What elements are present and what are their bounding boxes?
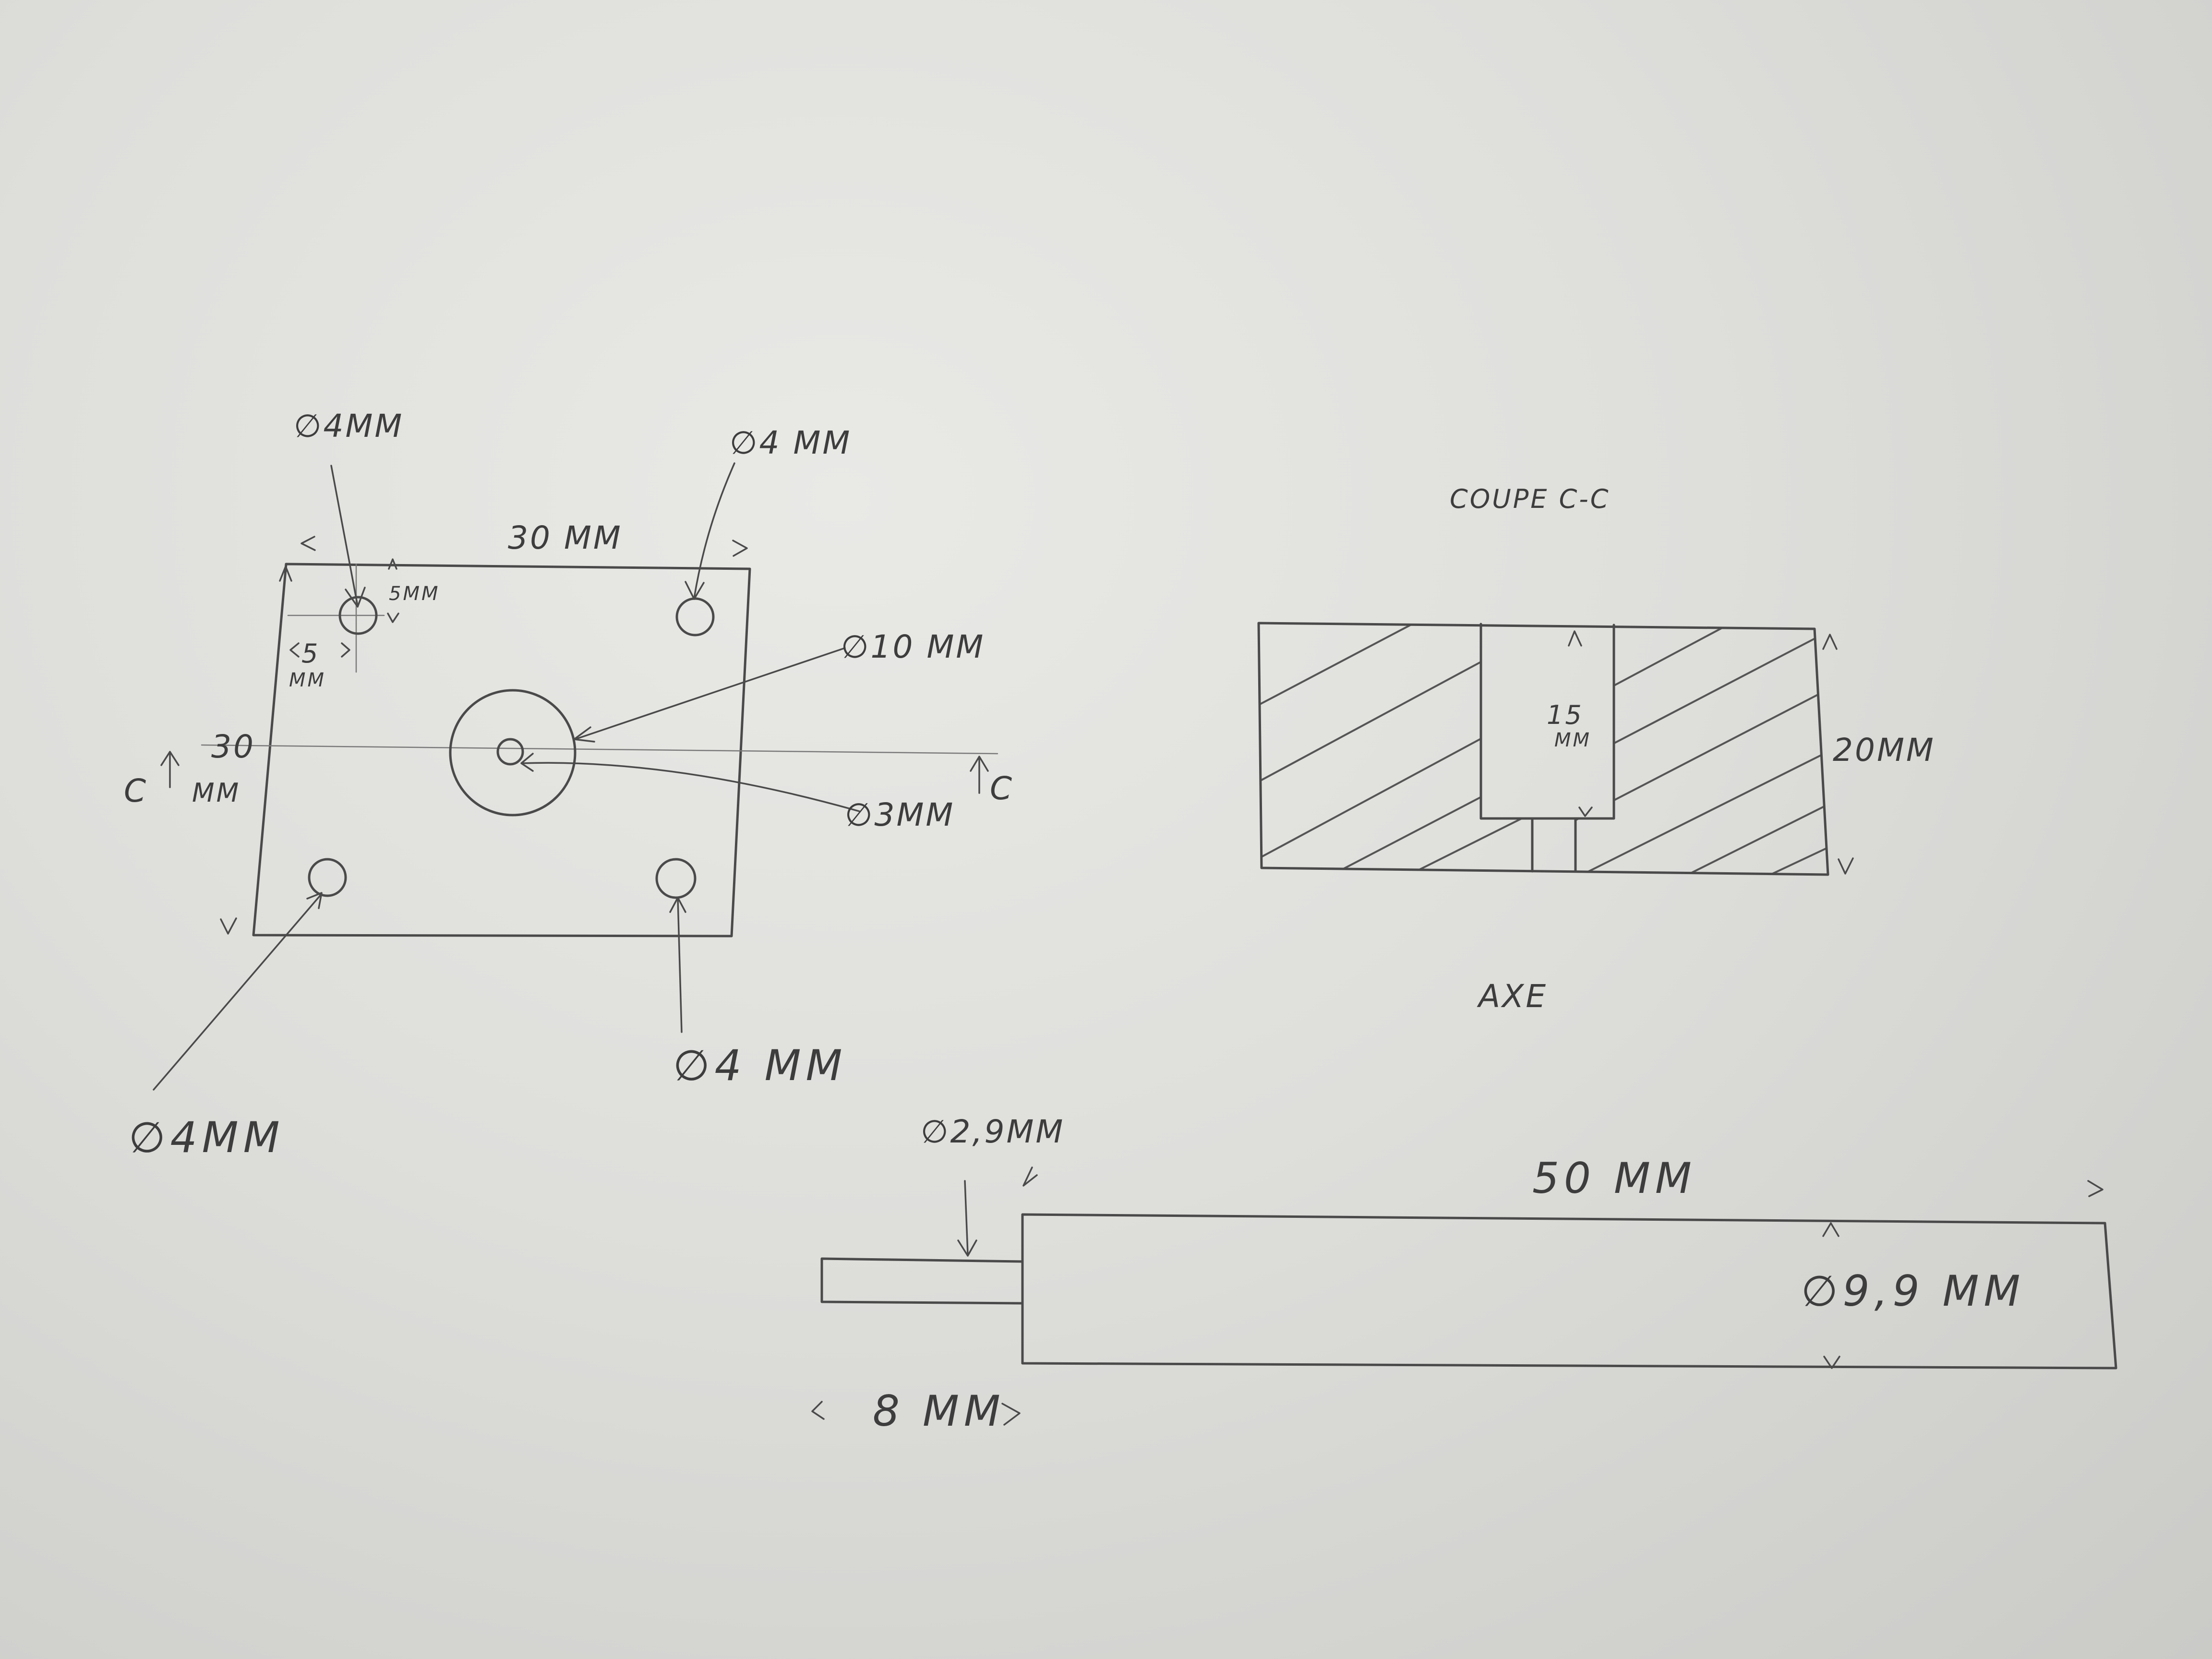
thickness-arrow-top (1822, 634, 1838, 650)
plate-view: 30 MM 30 MM 5MM 5 MM ∅4MM ∅4 MM ∅4MM ∅4 … (124, 408, 1014, 1162)
section-hatching-left (1259, 623, 1532, 871)
section-arrow-right (970, 756, 989, 794)
length-arrow-left (1022, 1166, 1038, 1187)
axle-view: AXE ∅2,9MM 50 MM ∅9,9 MM 8 MM (811, 978, 2117, 1436)
section-marker-left: C (124, 772, 148, 809)
height-arrow-top (279, 565, 292, 582)
axle-body (1021, 1213, 2117, 1370)
offset-y-arrow (387, 613, 399, 623)
axle-title: AXE (1477, 978, 1548, 1015)
plate-height-unit: MM (192, 778, 240, 808)
hole-offset-x-unit: MM (289, 669, 326, 691)
pocket-depth-unit: MM (1554, 729, 1591, 751)
section-view: COUPE C-C 15 MM 2 (1257, 484, 1936, 876)
leader-center-bore (574, 647, 846, 740)
offset-y-arrow (388, 558, 397, 570)
leader-center-hole-head (520, 753, 534, 772)
leader-center-bore-head (573, 726, 595, 743)
pin-diameter-label: ∅2,9MM (921, 1113, 1065, 1150)
pocket-depth-value: 15 (1547, 700, 1584, 730)
pin-diameter-leader-head (957, 1239, 977, 1257)
leader-bottom-left (153, 893, 323, 1091)
section-hatching-right (1575, 625, 1828, 875)
axle-length-label: 50 MM (1532, 1154, 1696, 1203)
hole-top-right-label: ∅4 MM (730, 424, 852, 461)
hole-top-left-label: ∅4MM (294, 408, 404, 445)
hole-bottom-right-label: ∅4 MM (673, 1041, 847, 1090)
section-pin-hole (1531, 817, 1577, 873)
width-arrow-right (732, 540, 748, 557)
leader-bottom-right (677, 898, 683, 1033)
section-line (201, 744, 998, 755)
section-arrow-left (160, 751, 180, 788)
pocket-depth-arrow-bottom (1578, 806, 1593, 817)
pin-diameter-leader (964, 1180, 969, 1255)
pin-length-arrow-right (1001, 1403, 1021, 1426)
leader-bottom-right-head (669, 897, 686, 913)
hole-bottom-right (655, 858, 697, 899)
offset-x-arrow (341, 642, 350, 658)
plate-outline (252, 563, 751, 938)
hole-offset-x-label: 5 (301, 638, 320, 669)
offset-x-arrow (289, 642, 300, 658)
hole-offset-y-label: 5MM (389, 583, 440, 605)
leader-top-right (693, 462, 735, 599)
width-arrow-left (301, 536, 316, 551)
section-thickness-label: 20MM (1833, 732, 1936, 769)
plate-height-value: 30 (211, 728, 255, 765)
leader-bottom-left-head (306, 892, 323, 909)
section-title: COUPE C-C (1450, 484, 1610, 514)
pin-length-arrow-left (811, 1401, 825, 1420)
leader-top-right-head (685, 581, 705, 600)
leader-center-hole (521, 762, 860, 812)
section-outline (1257, 622, 1829, 876)
leader-top-left-head (345, 587, 366, 608)
pocket-depth-arrow-top (1568, 630, 1582, 647)
pin-length-label: 8 MM (873, 1386, 1005, 1436)
hole-bottom-left-label: ∅4MM (129, 1113, 285, 1162)
section-pocket (1479, 623, 1615, 820)
length-arrow-right (2087, 1180, 2104, 1197)
height-arrow-bottom (220, 917, 237, 935)
body-diameter-arrow-top (1822, 1222, 1839, 1237)
center-bore-label: ∅10 MM (841, 628, 985, 665)
leader-top-left (330, 465, 359, 607)
center-bore-circle (449, 689, 577, 817)
body-diameter-label: ∅9,9 MM (1801, 1266, 2025, 1316)
axle-pin (820, 1257, 1024, 1305)
hole-bottom-left (308, 858, 347, 897)
plate-width-label: 30 MM (508, 519, 623, 556)
body-diameter-arrow-bottom (1823, 1356, 1840, 1369)
thickness-arrow-bottom (1838, 857, 1854, 875)
hole-top-right (675, 597, 715, 637)
section-marker-right: C (990, 770, 1014, 807)
center-hole-label: ∅3MM (845, 796, 955, 833)
hole-top-left (338, 596, 378, 635)
center-hole-circle (496, 738, 524, 766)
